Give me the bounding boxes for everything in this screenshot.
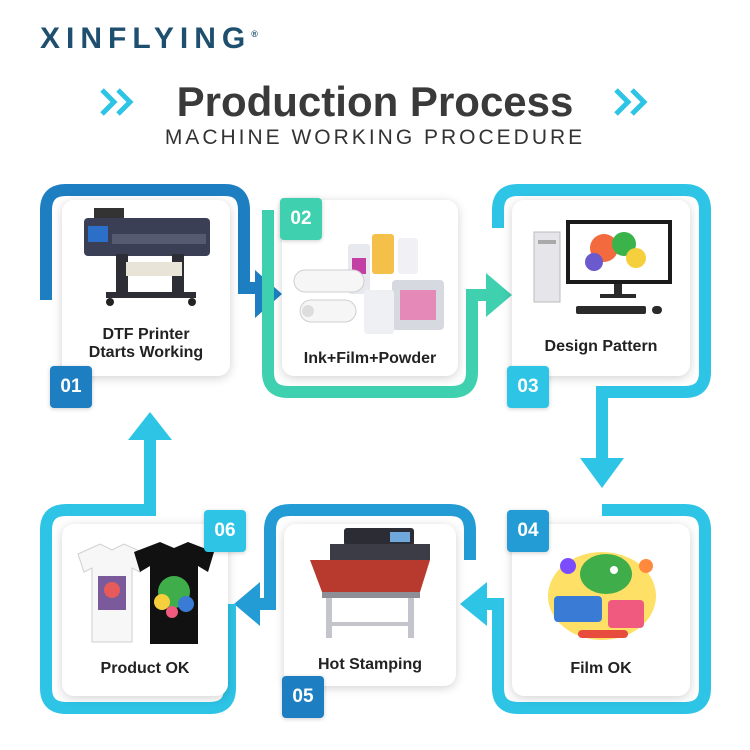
step-number-badge: 04 (507, 510, 549, 552)
ink-film-powder-image (293, 234, 444, 334)
step-number-badge: 05 (282, 676, 324, 718)
step-card-2: Ink+Film+Powder (282, 200, 458, 376)
chevron-right-icon (614, 88, 648, 116)
heat-press-image (310, 528, 430, 638)
step-card-4: Film OK (512, 524, 690, 696)
tshirts-image (77, 542, 214, 644)
page-title: Production Process (176, 78, 574, 125)
step-6-label: Product OK (100, 660, 190, 677)
step-card-3: Design Pattern (512, 200, 690, 376)
step-card-6: Product OK (62, 524, 228, 696)
step-3-label: Design Pattern (544, 338, 658, 355)
chevron-right-icon (100, 88, 134, 116)
computer-design-image (533, 220, 672, 314)
step-number-badge: 06 (204, 510, 246, 552)
step-card-5: Hot Stamping (284, 524, 456, 686)
dtf-printer-image (84, 208, 210, 306)
step-number-badge: 01 (50, 366, 92, 408)
registered-mark: ® (251, 29, 258, 39)
step-4-label: Film OK (570, 660, 632, 677)
step-1-label-line2: Dtarts Working (88, 344, 204, 361)
step-1-label-line1: DTF Printer (102, 326, 190, 343)
step-5-label: Hot Stamping (318, 656, 422, 673)
step-2-label: Ink+Film+Powder (303, 350, 437, 367)
step-number-badge: 02 (280, 198, 322, 240)
film-print-image (548, 552, 656, 640)
step-card-1: DTF Printer Dtarts Working (62, 200, 230, 376)
page-subtitle: MACHINE WORKING PROCEDURE (164, 126, 586, 149)
brand-logo: XINFLYING® (40, 22, 258, 56)
step-number-badge: 03 (507, 366, 549, 408)
brand-name: XINFLYING (40, 22, 252, 55)
